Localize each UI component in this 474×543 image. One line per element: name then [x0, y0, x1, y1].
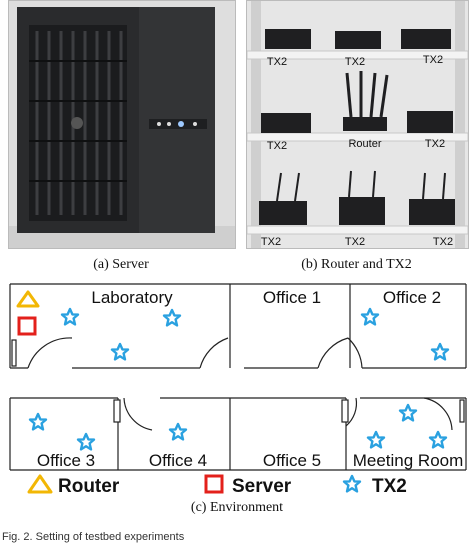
server-caption: (a) Server	[93, 257, 149, 272]
room-label-meeting-room: Meeting Room	[353, 451, 464, 470]
tx2-marker-lab-2	[162, 308, 182, 327]
legend-tx2-label: TX2	[372, 476, 407, 497]
server-photo	[8, 0, 236, 249]
tx2-marker-lab-1	[60, 307, 80, 326]
shelf-label-tx2-4: TX2	[267, 140, 287, 152]
tx2-marker-office-3-2	[76, 432, 96, 451]
tx2-marker-office-3-1	[28, 412, 48, 431]
room-label-office-2: Office 2	[383, 288, 441, 307]
legend: Router Server TX2	[27, 474, 407, 497]
legend-tx2-icon	[342, 474, 362, 493]
router-marker	[16, 290, 40, 308]
router-tx2-photo: TX2 TX2 TX2 TX2 Router TX2 TX2 TX2 TX2	[246, 0, 469, 249]
shelf-label-tx2-1: TX2	[267, 56, 287, 68]
room-label-office-1: Office 1	[263, 288, 321, 307]
tx2-marker-office-4	[168, 422, 188, 441]
server-marker	[17, 316, 37, 336]
shelf-label-tx2-7: TX2	[345, 236, 365, 248]
tx2-marker-lab-3	[110, 342, 130, 361]
tx2-marker-meeting-3	[428, 430, 448, 449]
legend-server-icon	[204, 474, 224, 494]
room-label-laboratory: Laboratory	[91, 288, 173, 307]
shelf-label-tx2-5: TX2	[425, 138, 445, 150]
room-label-office-3: Office 3	[37, 451, 95, 470]
room-label-office-4: Office 4	[149, 451, 207, 470]
shelf-label-tx2-2: TX2	[345, 56, 365, 68]
legend-router-label: Router	[58, 476, 120, 497]
router-tx2-illustration: TX2 TX2 TX2 TX2 Router TX2 TX2 TX2 TX2	[247, 1, 468, 248]
shelf-label-tx2-6: TX2	[261, 236, 281, 248]
tx2-marker-meeting-1	[398, 403, 418, 422]
shelf-label-tx2-3: TX2	[423, 54, 443, 66]
legend-server-label: Server	[232, 476, 292, 497]
legend-router-icon	[27, 474, 53, 494]
room-label-office-5: Office 5	[263, 451, 321, 470]
tx2-marker-meeting-2	[366, 430, 386, 449]
server-illustration	[9, 1, 235, 248]
figure-caption: Fig. 2. Setting of testbed experiments	[2, 531, 185, 543]
shelf-label-router: Router	[348, 138, 381, 150]
environment-caption: (c) Environment	[190, 500, 284, 515]
tx2-marker-office-2-2	[430, 342, 450, 361]
walls	[9, 283, 467, 471]
router-caption: (b) Router and TX2	[301, 257, 412, 272]
tx2-marker-office-2-1	[360, 307, 380, 326]
shelf-label-tx2-8: TX2	[433, 236, 453, 248]
